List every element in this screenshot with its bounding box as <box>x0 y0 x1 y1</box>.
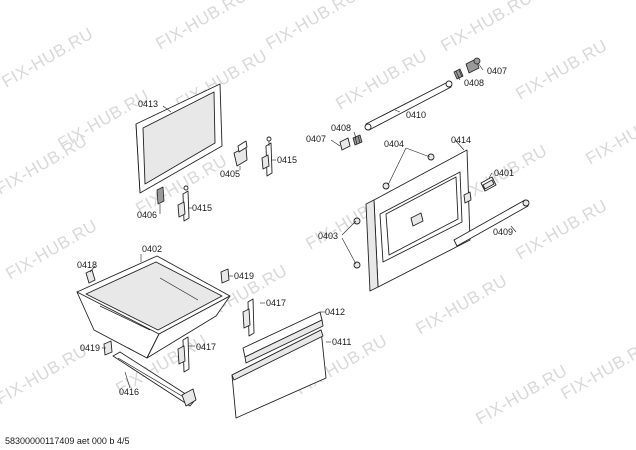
label-0416: 0416 <box>119 387 139 397</box>
watermark: FIX-HUB.RU <box>153 0 251 53</box>
leader-lines <box>89 62 517 389</box>
front-panel-part <box>231 329 327 419</box>
watermark: FIX-HUB.RU <box>0 24 97 92</box>
clip-part <box>220 268 230 284</box>
label-0418: 0418 <box>77 260 97 270</box>
clip-part <box>103 340 113 356</box>
door-frame-part <box>135 83 223 194</box>
watermark: FIX-HUB.RU <box>513 36 611 104</box>
hinge-part <box>177 185 190 222</box>
label-0417: 0417 <box>196 342 216 352</box>
watermark: FIX-HUB.RU <box>558 336 636 404</box>
label-0404: 0404 <box>384 139 404 149</box>
label-0415: 0415 <box>192 203 212 213</box>
glass-strip-part <box>242 311 324 364</box>
label-0414: 0414 <box>451 135 471 145</box>
hinge-part <box>242 298 255 337</box>
label-0410: 0410 <box>406 110 426 120</box>
label-0415: 0415 <box>277 155 297 165</box>
document-code: 58300000117409 aet 000 b 4/5 <box>5 436 129 446</box>
watermark: FIX-HUB.RU <box>0 131 91 199</box>
hinge-part <box>261 136 273 177</box>
drip-tray-part <box>76 255 231 359</box>
label-0405: 0405 <box>220 169 240 179</box>
bar-part <box>453 199 530 247</box>
rail-part <box>112 351 197 407</box>
label-0412: 0412 <box>325 307 345 317</box>
hinge-holder-part <box>233 140 248 167</box>
watermark: FIX-HUB.RU <box>473 361 571 429</box>
label-0407: 0407 <box>487 66 507 76</box>
hinge-part <box>177 336 190 373</box>
label-0411: 0411 <box>332 337 351 347</box>
label-0417: 0417 <box>266 298 286 308</box>
label-0408: 0408 <box>331 123 351 133</box>
label-0407: 0407 <box>306 134 326 144</box>
cap-part <box>465 57 481 74</box>
label-0406: 0406 <box>137 210 157 220</box>
label-0419: 0419 <box>234 271 254 281</box>
label-0403: 0403 <box>318 231 338 241</box>
handle-rod-part <box>364 80 453 131</box>
handle-cap-part <box>480 176 497 192</box>
clip-part <box>85 269 96 284</box>
cap-part <box>339 137 351 151</box>
label-0402: 0402 <box>142 244 162 254</box>
label-0419: 0419 <box>80 343 100 353</box>
watermark: FIX-HUB.RU <box>438 0 536 55</box>
label-0408: 0408 <box>464 78 484 88</box>
watermark: FIX-HUB.RU <box>583 101 636 169</box>
spring-part <box>352 134 363 146</box>
watermark: FIX-HUB.RU <box>413 271 511 339</box>
part-labels: 0413 0405 0415 0406 0415 0402 0418 0419 … <box>77 66 514 397</box>
label-0401: 0401 <box>494 168 514 178</box>
oven-door-part <box>365 149 472 292</box>
watermark: FIX-HUB.RU <box>0 341 91 409</box>
label-0413: 0413 <box>138 99 158 109</box>
spring-part <box>453 68 464 80</box>
clip-part <box>156 186 165 205</box>
watermark: FIX-HUB.RU <box>263 0 361 53</box>
label-0409: 0409 <box>493 227 513 237</box>
